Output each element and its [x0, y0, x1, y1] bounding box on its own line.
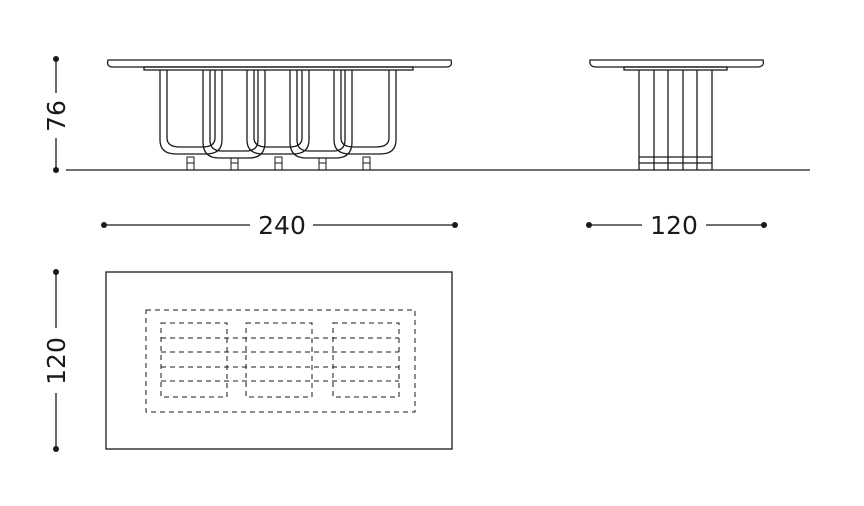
tabletop-front [106, 59, 453, 68]
side-view [589, 59, 765, 170]
apron-front [143, 66, 414, 71]
dimension-length: 240 [101, 211, 458, 240]
tabletop-plan [105, 271, 453, 450]
side-legs [638, 70, 713, 170]
top-view [105, 271, 453, 450]
plan-depth-label: 120 [42, 337, 71, 385]
side-depth-label: 120 [650, 211, 698, 240]
tabletop-side [589, 59, 765, 68]
length-label: 240 [258, 211, 306, 240]
feet [186, 156, 371, 171]
base-hidden-lines [160, 322, 400, 398]
dimension-height: 76 [42, 56, 71, 173]
height-label: 76 [42, 100, 71, 132]
dimension-side-depth: 120 [586, 211, 767, 240]
front-view [106, 59, 453, 171]
base-outline-hidden [145, 309, 416, 413]
apron-side [623, 66, 728, 71]
u-legs [159, 70, 397, 159]
dimension-plan-depth: 120 [42, 269, 71, 452]
